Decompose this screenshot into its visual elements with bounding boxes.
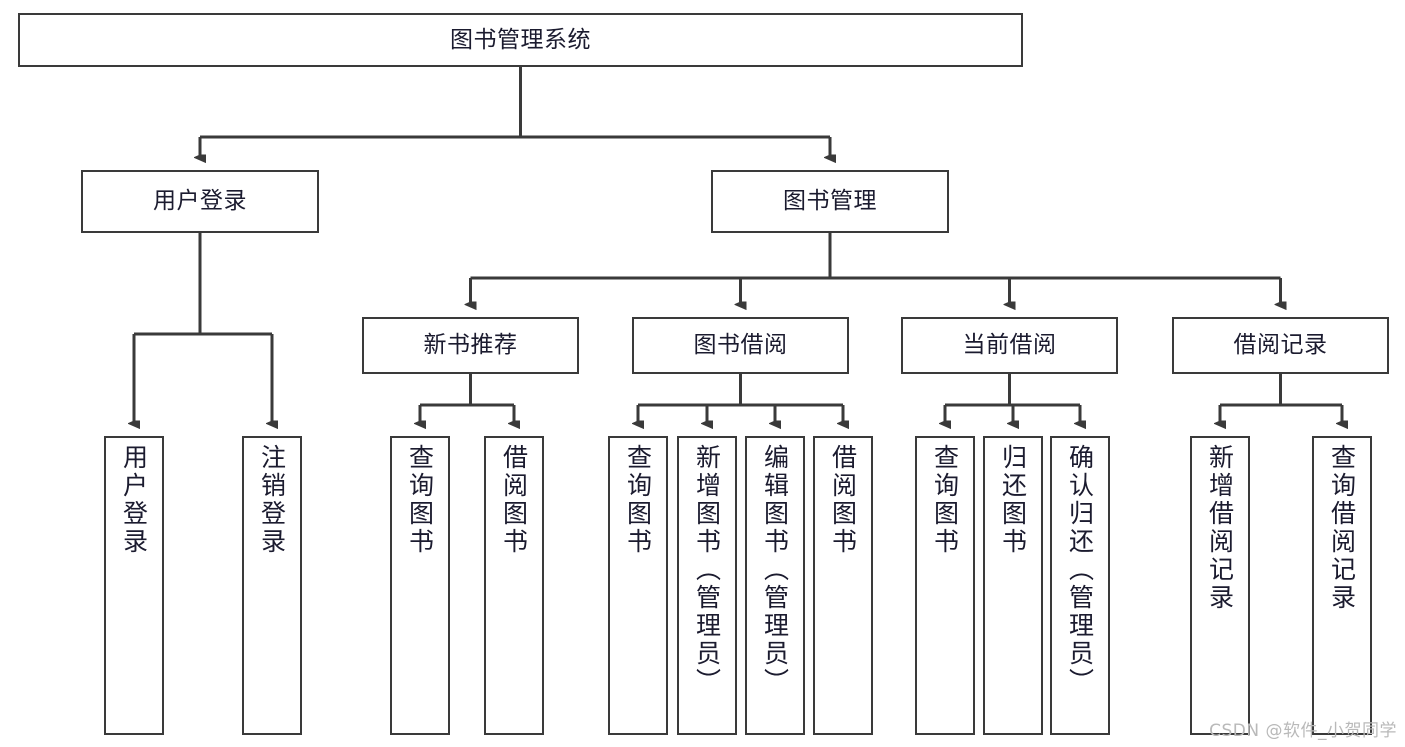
leaf-new-book-recommend-1[interactable]: 借阅图书 bbox=[484, 436, 544, 735]
node-user-login[interactable]: 用户登录 bbox=[81, 170, 319, 233]
leaf-user-login-1[interactable]: 注销登录 bbox=[242, 436, 302, 735]
node-book-borrow[interactable]: 图书借阅 bbox=[632, 317, 849, 374]
node-current-borrow-label: 当前借阅 bbox=[962, 332, 1057, 359]
node-borrow-record-label: 借阅记录 bbox=[1233, 332, 1328, 359]
node-new-book-recommend-label: 新书推荐 bbox=[423, 332, 518, 359]
leaf-user-login-1-label: 注销登录 bbox=[257, 444, 287, 556]
leaf-book-borrow-1[interactable]: 新增图书（管理员） bbox=[677, 436, 737, 735]
leaf-user-login-0-label: 用户登录 bbox=[119, 444, 149, 556]
leaf-book-borrow-3-label: 借阅图书 bbox=[828, 444, 858, 556]
leaf-borrow-record-0-label: 新增借阅记录 bbox=[1205, 444, 1235, 612]
node-book-management-label: 图书管理 bbox=[783, 188, 877, 215]
node-new-book-recommend[interactable]: 新书推荐 bbox=[362, 317, 579, 374]
leaf-current-borrow-1[interactable]: 归还图书 bbox=[983, 436, 1043, 735]
leaf-current-borrow-0-label: 查询图书 bbox=[930, 444, 960, 556]
node-root-label: 图书管理系统 bbox=[450, 26, 591, 53]
leaf-book-borrow-0-label: 查询图书 bbox=[623, 444, 653, 556]
leaf-book-borrow-1-label: 新增图书（管理员） bbox=[692, 444, 722, 696]
leaf-book-borrow-3[interactable]: 借阅图书 bbox=[813, 436, 873, 735]
node-borrow-record[interactable]: 借阅记录 bbox=[1172, 317, 1389, 374]
leaf-new-book-recommend-1-label: 借阅图书 bbox=[499, 444, 529, 556]
connector-lines bbox=[134, 67, 1342, 422]
node-current-borrow[interactable]: 当前借阅 bbox=[901, 317, 1118, 374]
leaf-current-borrow-1-label: 归还图书 bbox=[998, 444, 1028, 556]
node-root[interactable]: 图书管理系统 bbox=[18, 13, 1023, 67]
leaf-book-borrow-2-label: 编辑图书（管理员） bbox=[760, 444, 790, 696]
node-user-login-label: 用户登录 bbox=[153, 188, 247, 215]
node-book-management[interactable]: 图书管理 bbox=[711, 170, 949, 233]
leaf-current-borrow-2-label: 确认归还（管理员） bbox=[1065, 444, 1095, 696]
leaf-borrow-record-1-label: 查询借阅记录 bbox=[1327, 444, 1357, 612]
leaf-current-borrow-0[interactable]: 查询图书 bbox=[915, 436, 975, 735]
leaf-new-book-recommend-0-label: 查询图书 bbox=[405, 444, 435, 556]
leaf-user-login-0[interactable]: 用户登录 bbox=[104, 436, 164, 735]
leaf-book-borrow-0[interactable]: 查询图书 bbox=[608, 436, 668, 735]
leaf-borrow-record-0[interactable]: 新增借阅记录 bbox=[1190, 436, 1250, 735]
leaf-book-borrow-2[interactable]: 编辑图书（管理员） bbox=[745, 436, 805, 735]
node-book-borrow-label: 图书借阅 bbox=[693, 332, 788, 359]
leaf-current-borrow-2[interactable]: 确认归还（管理员） bbox=[1050, 436, 1110, 735]
leaf-borrow-record-1[interactable]: 查询借阅记录 bbox=[1312, 436, 1372, 735]
leaf-new-book-recommend-0[interactable]: 查询图书 bbox=[390, 436, 450, 735]
